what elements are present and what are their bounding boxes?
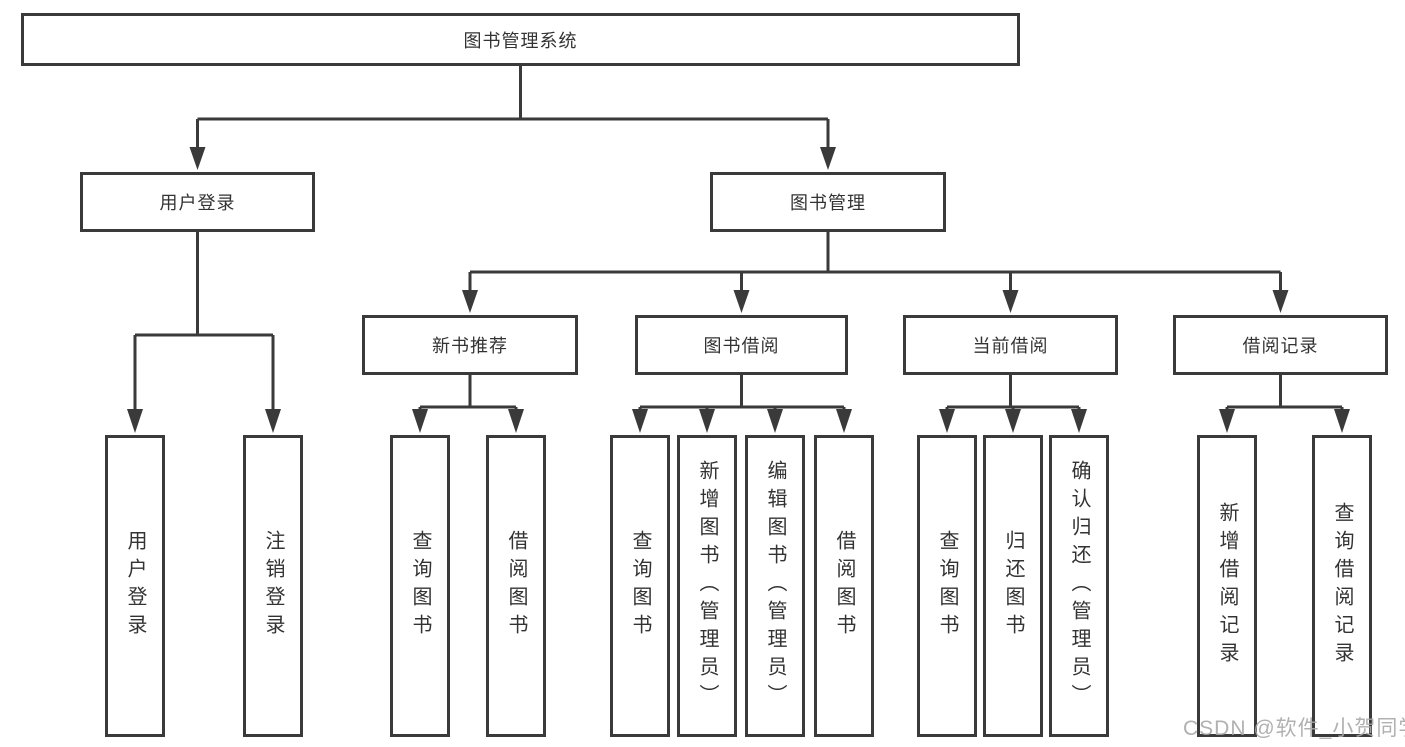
leaf-add-borrow-record: 新增借阅记录 <box>1197 435 1257 737</box>
leaf-query-books-current: 查询图书 <box>917 435 977 737</box>
leaf-add-books-admin: 新增图书（管理员） <box>677 435 737 737</box>
leaf-user-login: 用户登录 <box>105 435 165 737</box>
leaf-confirm-return-admin: 确认归还（管理员） <box>1049 435 1109 737</box>
leaf-query-books-recommend: 查询图书 <box>390 435 450 737</box>
leaf-return-books: 归还图书 <box>983 435 1043 737</box>
leaf-borrow-books-recommend: 借阅图书 <box>486 435 546 737</box>
leaf-query-borrow-record: 查询借阅记录 <box>1312 435 1372 737</box>
node-borrowing-records: 借阅记录 <box>1173 315 1388 375</box>
leaf-edit-books-admin: 编辑图书（管理员） <box>745 435 805 737</box>
csdn-watermark: CSDN @软件_小贺同学 <box>1183 717 1405 740</box>
node-root-system: 图书管理系统 <box>21 13 1020 66</box>
leaf-borrow-books-borrowing: 借阅图书 <box>814 435 874 737</box>
node-book-management-branch: 图书管理 <box>710 172 946 232</box>
node-current-borrowing: 当前借阅 <box>903 315 1118 375</box>
leaf-query-books-borrowing: 查询图书 <box>610 435 670 737</box>
node-new-book-recommend: 新书推荐 <box>362 315 578 375</box>
leaf-logout-login: 注销登录 <box>243 435 303 737</box>
node-user-login-branch: 用户登录 <box>80 172 315 232</box>
node-book-borrowing: 图书借阅 <box>635 315 848 375</box>
